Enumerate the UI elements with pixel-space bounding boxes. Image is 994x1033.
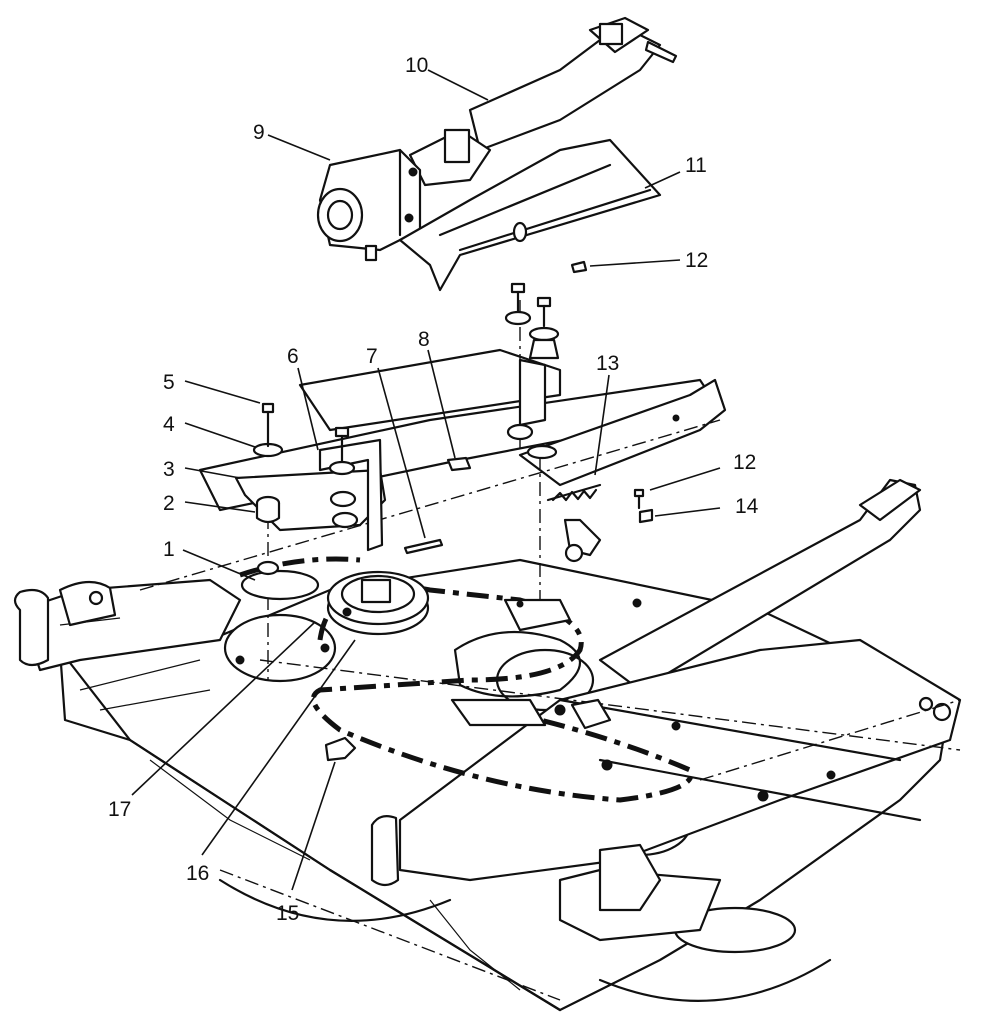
callout-8: 8 [418, 328, 430, 351]
drive-shaft [468, 28, 662, 152]
callout-16: 16 [186, 862, 209, 885]
callout-12-upper: 12 [685, 249, 708, 272]
callout-1: 1 [163, 538, 175, 561]
pulley-assembly [234, 282, 654, 762]
left-spindle-disc [223, 613, 337, 683]
shield [398, 138, 662, 292]
callout-5: 5 [163, 371, 175, 394]
callout-15: 15 [276, 902, 299, 925]
callout-13: 13 [596, 352, 619, 375]
callout-2: 2 [163, 492, 175, 515]
callout-6: 6 [287, 345, 299, 368]
right-diagonal-rail [598, 478, 922, 692]
callout-9: 9 [253, 121, 265, 144]
center-front-tube [370, 815, 400, 887]
callout-17: 17 [108, 798, 131, 821]
gearbox-assembly [316, 16, 678, 292]
leader-lines [131, 69, 721, 891]
left-front-tube [13, 588, 50, 667]
callout-11: 11 [685, 154, 707, 177]
callout-7: 7 [366, 345, 378, 368]
callout-4: 4 [163, 413, 175, 436]
nut-15 [324, 736, 357, 762]
callout-12-lower: 12 [733, 451, 756, 474]
frame-rails [13, 348, 962, 942]
callout-14: 14 [735, 495, 759, 518]
callout-3: 3 [163, 458, 175, 481]
callout-labels: 1 2 3 4 5 6 7 8 9 10 11 12 12 13 14 15 1… [108, 54, 759, 925]
callout-10: 10 [405, 54, 428, 77]
